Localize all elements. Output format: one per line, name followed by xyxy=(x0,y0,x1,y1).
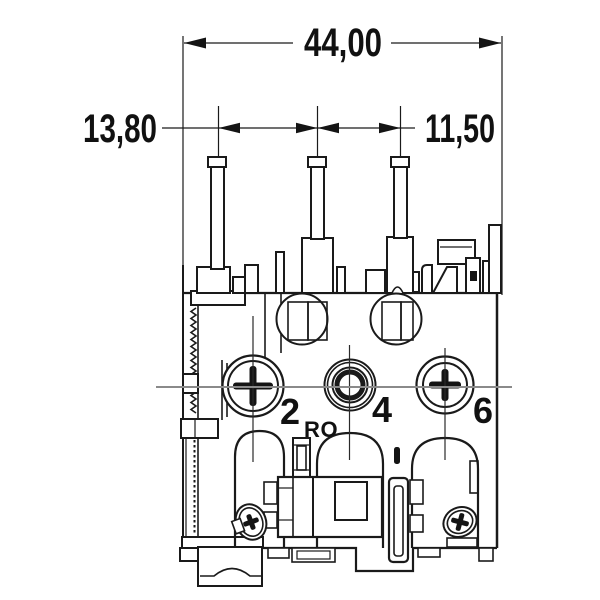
pin3-shaft xyxy=(393,165,408,239)
pin2-cap xyxy=(307,156,327,168)
foot-tab xyxy=(267,547,290,559)
dim-text-overall: 44,00 xyxy=(304,21,382,65)
terminal-labels: 2 R O 4 6 xyxy=(280,389,493,442)
oval-opening-right xyxy=(369,292,423,346)
arrowhead-left xyxy=(184,37,206,49)
left-side-mechanism xyxy=(179,305,264,587)
screw-head-inner xyxy=(446,509,474,535)
position-indicator-mark xyxy=(394,447,400,464)
pin2-base xyxy=(301,237,334,294)
step-block xyxy=(365,269,386,294)
foot-detent-hump xyxy=(200,567,261,577)
pin1-base xyxy=(196,266,231,294)
oval-slot xyxy=(400,301,414,341)
foot-tab xyxy=(478,547,494,562)
arrowhead-right xyxy=(479,37,501,49)
contact-block xyxy=(276,475,384,539)
dimension-pin-pitches: 13,80 11,50 xyxy=(83,106,495,160)
block-side-tab xyxy=(409,479,424,505)
label-terminal-2: 2 xyxy=(280,391,300,432)
central-block-assembly xyxy=(263,437,424,564)
bottom-screw-right xyxy=(442,506,478,548)
dim-text-left-pitch: 13,80 xyxy=(83,107,157,151)
foot-tab xyxy=(291,547,336,563)
pin1-cap xyxy=(207,156,227,168)
label-r: R xyxy=(304,417,320,442)
curved-tower xyxy=(421,264,433,294)
arch-left xyxy=(233,429,286,548)
corner-rib xyxy=(488,224,502,294)
arrowhead-p2-left xyxy=(317,122,339,134)
diagonal-brace xyxy=(431,266,458,294)
centerlines xyxy=(156,316,512,462)
block-side-tab xyxy=(263,481,278,505)
adjuster-tab xyxy=(182,373,199,394)
top-skyline xyxy=(190,224,502,306)
pin3-base-notch xyxy=(391,286,404,294)
dim-text-right-pitch: 11,50 xyxy=(425,107,495,151)
test-slide-slot-inner xyxy=(393,485,404,557)
mounting-foot xyxy=(197,546,263,587)
screw-tab xyxy=(230,517,246,535)
latch-slot xyxy=(470,271,477,281)
test-slide-slot xyxy=(387,476,410,564)
phillips-cross-icon xyxy=(455,513,465,531)
pin2-shaft xyxy=(310,165,325,240)
label-terminal-4: 4 xyxy=(372,389,392,430)
bottom-details xyxy=(267,547,494,563)
oval-opening-left xyxy=(275,292,329,346)
step-block xyxy=(336,266,346,294)
contact-block-window xyxy=(334,481,368,521)
foot-tab-inner xyxy=(296,550,331,560)
ratchet-serration xyxy=(189,307,198,414)
thin-tower xyxy=(275,251,285,294)
pin1-shaft xyxy=(210,165,225,270)
pin3-cap xyxy=(390,156,410,168)
label-o: O xyxy=(320,417,337,442)
block-side-tab xyxy=(409,514,424,533)
arrowhead-p3-right xyxy=(379,122,401,134)
oval-slot xyxy=(307,301,328,341)
arch-right-notch xyxy=(469,460,479,494)
arrowhead-p2-right xyxy=(296,122,318,134)
arrowhead-p1-left xyxy=(218,122,240,134)
pin3-base xyxy=(386,236,414,294)
oval-openings xyxy=(264,292,423,357)
side-bracket xyxy=(180,418,219,439)
step-block xyxy=(244,264,259,294)
screw-base xyxy=(446,537,478,548)
phillips-cross-icon xyxy=(246,514,256,530)
clip-tower xyxy=(292,437,311,478)
connection-pins xyxy=(196,156,414,294)
bottom-screw-left xyxy=(230,503,268,541)
label-terminal-6: 6 xyxy=(473,390,493,431)
foot-tab xyxy=(417,547,441,558)
